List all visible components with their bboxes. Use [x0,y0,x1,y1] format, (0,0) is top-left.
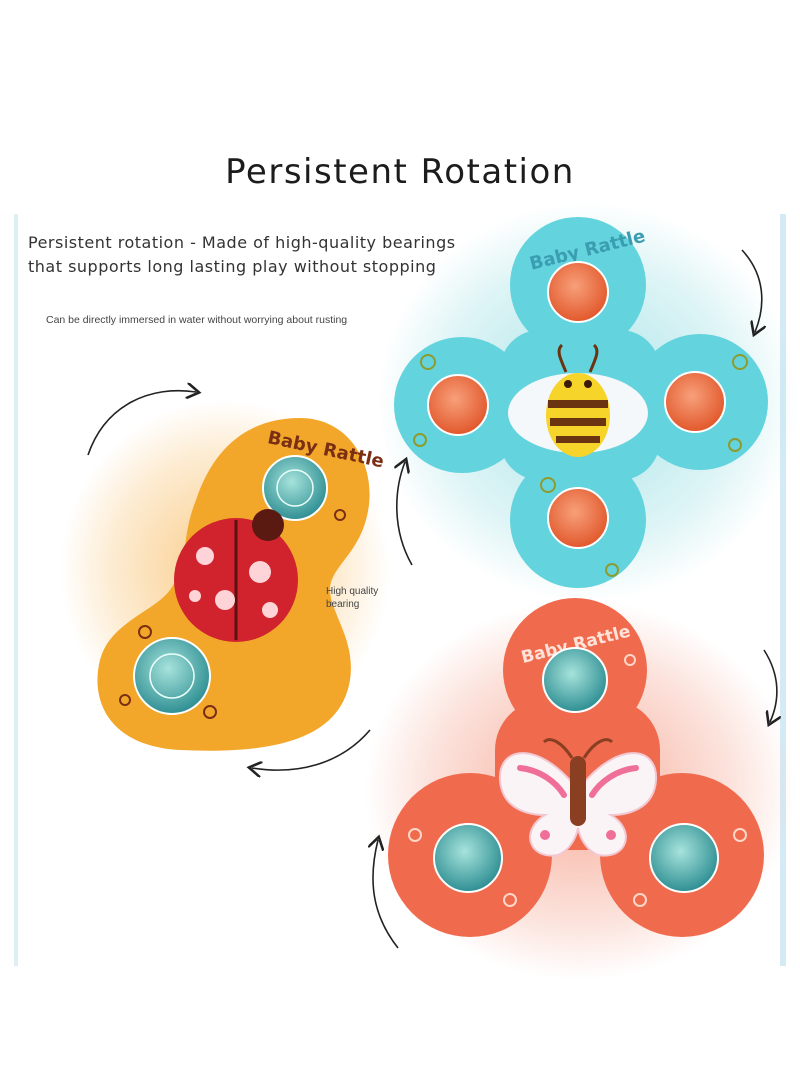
orange-flower-print [503,893,517,907]
rotation-arrow [252,729,371,770]
blue-spinner-toy: Baby Rattle [394,217,768,588]
orange-left-button [433,823,503,893]
yellow-flower-print [203,705,217,719]
bee-body [546,373,610,457]
bee-stripe [548,400,608,408]
yellow-flower-print [334,509,346,521]
bee-stripe [550,418,606,426]
blue-flower-print [605,563,619,577]
bee-antenna [588,343,599,373]
ladybug-spot [189,590,201,602]
yellow-flower-print [138,625,152,639]
bee-stripe [556,436,600,443]
orange-flower-print [733,828,747,842]
description: Persistent rotation - Made of high-quali… [28,231,508,279]
rotation-arrow [741,249,762,332]
blue-flower-print [728,438,742,452]
orange-spinner-toy: Baby Rattle [388,598,764,937]
rotation-arrow [373,840,399,949]
blue-top-button [547,261,609,323]
ladybug-spot [262,602,278,618]
yellow-top-button [262,455,328,521]
rotation-arrow [397,462,413,566]
blue-bottom-button [547,487,609,549]
yellow-spinner-toy: Baby Rattle [97,418,386,751]
yellow-bottom-button-highlight [149,653,195,699]
butterfly-pattern [589,765,639,798]
yellow-flower-print [119,694,131,706]
description-line-1: Persistent rotation - Made of high-quali… [28,233,456,252]
butterfly-pattern [517,765,567,798]
butterfly-body [570,756,586,826]
ladybug-spot [249,561,271,583]
orange-flower-print [624,654,636,666]
panel-left-edge [14,214,18,966]
bearing-label: High quality bearing [326,585,406,611]
bearing-label-line-2: bearing [326,599,360,610]
bee-antenna [557,343,568,373]
bearing-label-line-1: High quality [326,586,379,597]
rotation-arrow [763,649,777,722]
blue-right-button [664,371,726,433]
orange-flower-print [633,893,647,907]
bee-eye [564,380,572,388]
water-note: Can be directly immersed in water withou… [46,314,348,326]
page-title: Persistent Rotation [225,152,575,192]
description-line-2: that supports long lasting play without … [28,257,437,276]
butterfly-antenna [542,738,574,759]
butterfly-dot [540,830,550,840]
butterfly-antenna [582,738,614,759]
yellow-top-button-highlight [276,469,314,507]
blue-left-button [427,374,489,436]
ladybug-head [252,509,284,541]
orange-top-button [542,647,608,713]
orange-right-button [649,823,719,893]
ladybug-spot [196,547,214,565]
rotation-arrow [87,391,196,456]
blue-flower-print [413,433,427,447]
orange-flower-print [408,828,422,842]
blue-flower-print [420,354,436,370]
blue-flower-print [540,477,556,493]
panel-right-edge [780,214,786,966]
yellow-bottom-button [133,637,211,715]
bee-eye [584,380,592,388]
ladybug-spot [215,590,235,610]
butterfly-dot [606,830,616,840]
blue-flower-print [732,354,748,370]
